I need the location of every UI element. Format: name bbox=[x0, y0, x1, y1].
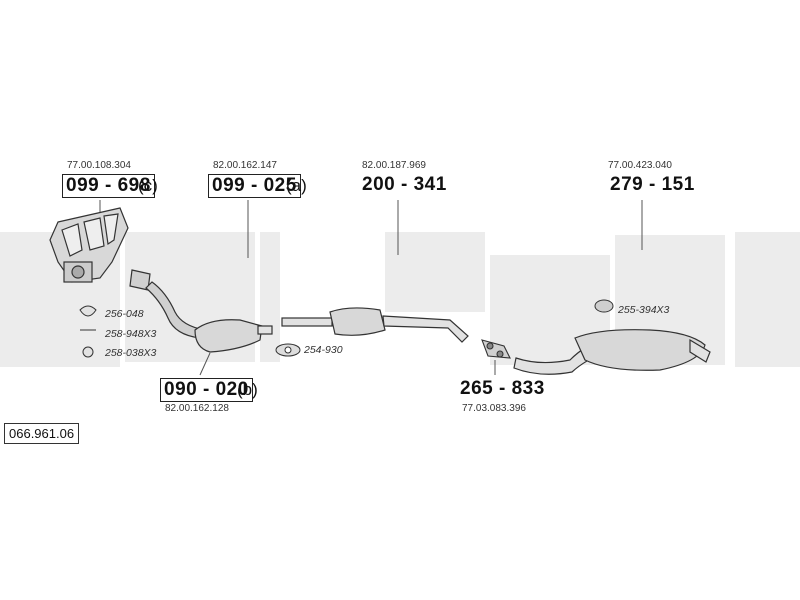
small-part-label-2: 258-948X3 bbox=[105, 328, 157, 340]
small-part-icons bbox=[79, 305, 97, 358]
oe-number-4: 77.00.423.040 bbox=[608, 160, 672, 171]
clamp-265-833 bbox=[481, 339, 511, 359]
part-suffix-2: (a) bbox=[286, 176, 307, 195]
small-part-label-5: 255-394X3 bbox=[618, 304, 670, 316]
diagram-reference-number: 066.961.06 bbox=[4, 423, 80, 444]
part-suffix-5: (b) bbox=[237, 380, 258, 399]
part-number-4: 279 - 151 bbox=[610, 174, 695, 195]
middle-silencer bbox=[281, 307, 469, 343]
small-part-label-4: 254-930 bbox=[304, 344, 343, 356]
rear-silencer bbox=[513, 329, 711, 375]
leader-lines bbox=[99, 200, 643, 376]
rubber-mount bbox=[594, 299, 614, 313]
oe-number-2: 82.00.162.147 bbox=[213, 160, 277, 171]
small-part-label-1: 256-048 bbox=[105, 308, 144, 320]
catalytic-converter bbox=[194, 319, 273, 353]
part-number-1: 099 - 698 bbox=[62, 174, 155, 198]
exhaust-manifold bbox=[49, 207, 129, 283]
oe-number-3: 82.00.187.969 bbox=[362, 160, 426, 171]
oe-number-6: 77.03.083.396 bbox=[462, 403, 526, 414]
part-number-5: 090 - 020 bbox=[160, 378, 253, 402]
part-number-3: 200 - 341 bbox=[362, 174, 447, 195]
oe-number-5: 82.00.162.128 bbox=[165, 403, 229, 414]
part-number-6: 265 - 833 bbox=[460, 378, 545, 399]
gasket-254-930 bbox=[275, 343, 301, 357]
part-suffix-1: (c) bbox=[138, 176, 158, 195]
part-number-2: 099 - 025 bbox=[208, 174, 301, 198]
small-part-label-3: 258-038X3 bbox=[105, 347, 157, 359]
oe-number-1: 77.00.108.304 bbox=[67, 160, 131, 171]
